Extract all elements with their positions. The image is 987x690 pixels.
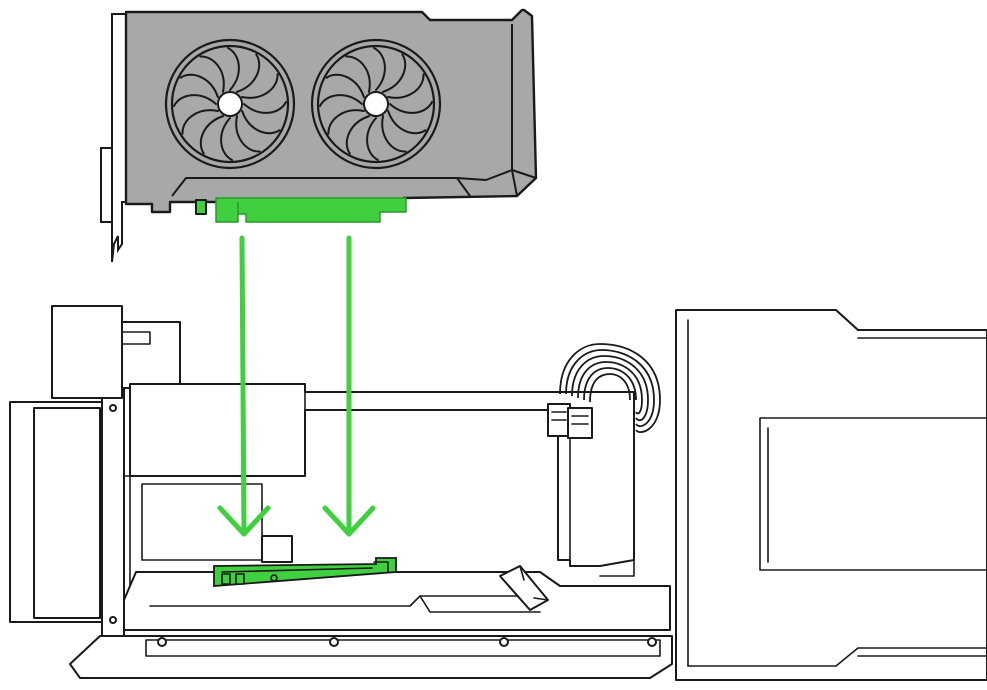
floor-tray	[123, 571, 671, 631]
fan-icon	[164, 38, 296, 170]
screw-icon	[109, 616, 117, 624]
screw-icon	[329, 637, 339, 647]
cable-icon	[547, 343, 661, 439]
pcie-edge-connector[interactable]	[215, 197, 407, 223]
floor-step	[419, 595, 541, 613]
gpu-notch	[195, 199, 207, 215]
bottom-rail	[69, 635, 673, 679]
rail-channel	[145, 639, 661, 657]
top-mount-block	[51, 305, 123, 399]
gpu-io-bracket	[111, 13, 127, 263]
connector-pins	[551, 411, 589, 425]
shell-body	[675, 309, 987, 681]
rear-panel-inner	[33, 407, 101, 619]
shell-window	[759, 417, 987, 571]
pcie-slot[interactable]	[213, 557, 397, 587]
support-bracket-edge	[519, 565, 549, 601]
insert-arrow-right	[322, 235, 376, 537]
screw-icon	[157, 637, 167, 647]
gpu-bottom-edge	[171, 177, 471, 197]
gpu-display-port-block	[100, 147, 113, 223]
pcie-slot-clip	[235, 573, 245, 585]
enclosure-chassis	[9, 305, 673, 679]
fan-icon	[310, 38, 442, 170]
shell-bottom-edge	[687, 647, 987, 667]
enclosure-shell	[675, 309, 987, 681]
screw-icon	[499, 637, 509, 647]
pcie-slot-clip	[221, 573, 231, 585]
graphics-card[interactable]	[100, 8, 538, 263]
screw-icon	[109, 404, 117, 412]
shell-top-edge	[835, 309, 987, 339]
mount-slot	[121, 331, 151, 345]
gpu-side-bevel	[456, 169, 537, 181]
pcie-slot-screw	[270, 574, 278, 582]
pcie-slot-detail	[221, 561, 389, 573]
slot-latch	[261, 535, 293, 563]
insert-arrow-left	[217, 235, 271, 537]
gpu-bevel-edge	[511, 169, 518, 197]
floor-ridge	[149, 595, 541, 607]
screw-icon	[647, 637, 657, 647]
power-connector	[567, 407, 593, 439]
